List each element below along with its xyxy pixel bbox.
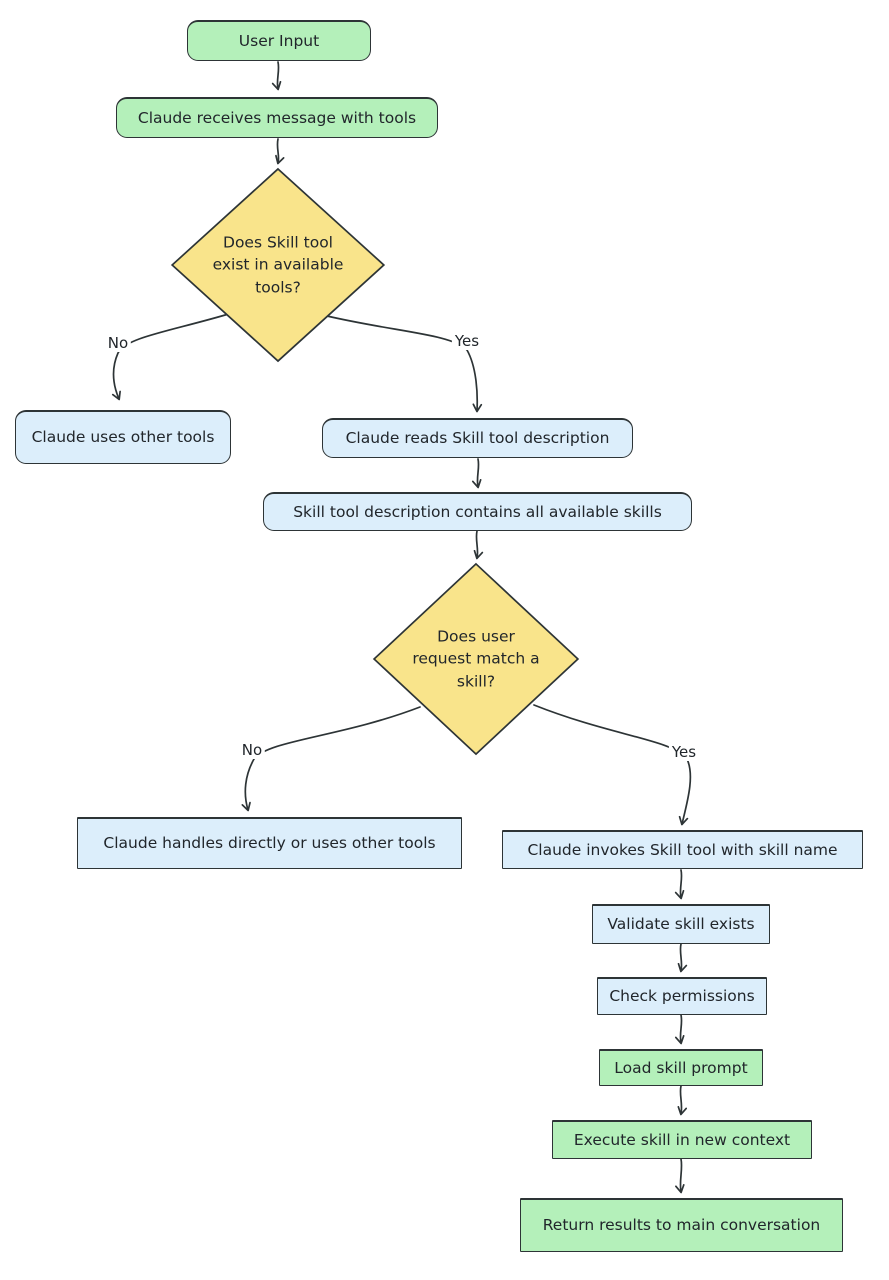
edge-load-skill-to-execute xyxy=(677,1085,688,1116)
node-skill-description-contains: Skill tool description contains all avai… xyxy=(263,492,692,531)
node-claude-reads-description: Claude reads Skill tool description xyxy=(322,418,633,458)
node-execute-skill-new-context: Execute skill in new context xyxy=(552,1120,812,1159)
node-claude-invokes-skill-tool: Claude invokes Skill tool with skill nam… xyxy=(502,830,863,869)
node-decision-user-request-match: Does user request match a skill? xyxy=(372,562,580,756)
diamond-label: Does user request match a skill? xyxy=(412,627,540,691)
node-return-results: Return results to main conversation xyxy=(520,1198,843,1252)
node-claude-handles-directly: Claude handles directly or uses other to… xyxy=(77,817,462,869)
edge-user-input-to-claude-receives xyxy=(271,61,282,91)
diamond-shape xyxy=(170,167,386,363)
edge-label-yes-2: Yes xyxy=(668,743,700,761)
node-check-permissions: Check permissions xyxy=(597,977,767,1015)
edge-label-no-2: No xyxy=(238,741,266,759)
diamond-label: Does Skill tool exist in available tools… xyxy=(212,233,344,297)
node-decision-skill-tool-exists: Does Skill tool exist in available tools… xyxy=(170,167,386,363)
node-claude-uses-other-tools: Claude uses other tools xyxy=(15,410,231,464)
edge-label-yes-1: Yes xyxy=(451,332,483,350)
edge-claude-invokes-to-validate xyxy=(674,869,685,900)
node-user-input: User Input xyxy=(187,20,371,61)
diamond-shape xyxy=(372,562,580,756)
edge-validate-to-check-permissions xyxy=(677,943,688,973)
edge-check-permissions-to-load-skill xyxy=(674,1014,685,1045)
node-claude-receives: Claude receives message with tools xyxy=(116,97,438,138)
edge-label-no-1: No xyxy=(104,334,132,352)
edge-execute-to-return-results xyxy=(675,1158,685,1194)
edge-claude-reads-to-skill-description xyxy=(471,458,482,489)
edge-skill-description-to-decision2 xyxy=(473,530,484,560)
node-validate-skill-exists: Validate skill exists xyxy=(592,904,770,944)
node-load-skill-prompt: Load skill prompt xyxy=(599,1049,763,1086)
edge-claude-receives-to-decision1 xyxy=(275,138,285,165)
